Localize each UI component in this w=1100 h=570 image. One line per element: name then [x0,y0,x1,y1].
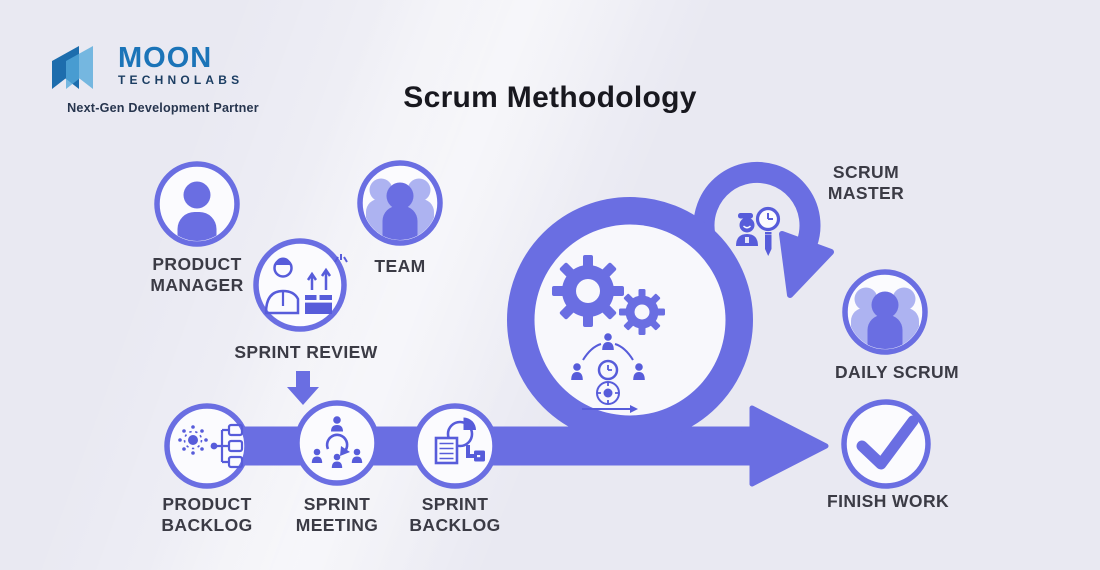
label-scrum-master: SCRUM MASTER [827,162,905,203]
node-sprint-backlog [412,403,498,489]
presenter-with-package-icon [264,254,348,315]
label-sprint-review: SPRINT REVIEW [234,342,378,362]
node-sprint-review [253,238,348,332]
logo-tagline: Next-Gen Development Partner [67,101,259,115]
pie-report-icon [434,417,485,465]
moon-logo-icon [52,46,93,89]
label-team: TEAM [374,256,426,276]
node-product-manager [154,161,240,247]
logo-subbrand-text: TECHNOLABS [118,73,244,87]
node-product-backlog [164,403,250,489]
page-title: Scrum Methodology [403,81,697,114]
moon-technolabs-logo: MOON TECHNOLABS Next-Gen Development Par… [50,44,280,115]
gear-hierarchy-icon [178,423,244,469]
people-group-icon [366,178,434,240]
meeting-cycle-icon [311,416,363,468]
down-arrow-icon [287,371,319,405]
sprint-loop-gears-icon [552,255,665,413]
label-sprint-backlog: SPRINT BACKLOG [409,494,501,535]
node-daily-scrum [842,269,928,355]
label-finish-work: FINISH WORK [826,491,950,511]
flow-arrow [204,405,829,487]
logo-brand-text: MOON [118,42,213,74]
label-product-manager: PRODUCT MANAGER [150,254,244,295]
person-icon [177,181,217,241]
label-product-backlog: PRODUCT BACKLOG [161,494,253,535]
scrum-team-sync-icon [571,333,645,413]
label-sprint-meeting: SPRINT MEETING [295,494,379,535]
sprint-loop-ring [507,197,753,443]
node-finish-work [841,399,931,489]
node-sprint-meeting [294,400,380,486]
people-group-icon [851,287,919,349]
person-clock-pencil-icon [736,206,781,256]
node-team [357,160,443,246]
label-daily-scrum: DAILY SCRUM [834,362,960,382]
checkmark-icon [856,415,919,470]
